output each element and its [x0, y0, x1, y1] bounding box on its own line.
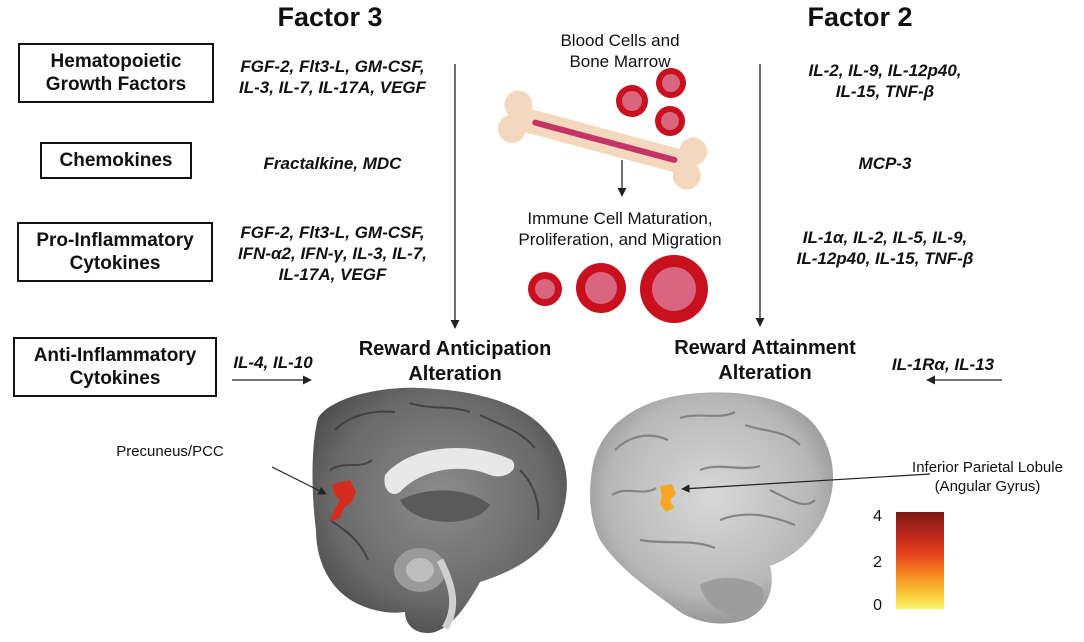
chemokines-box: Chemokines [40, 142, 192, 179]
precuneus-pointer [271, 466, 327, 495]
blood-cell-top-2 [656, 68, 686, 98]
inferior-parietal-lobule-label: Inferior Parietal Lobule(Angular Gyrus) [912, 459, 1063, 495]
factor2-pro-inflammatory-list: IL-1α, IL-2, IL-5, IL-9,IL-12p40, IL-15,… [796, 228, 974, 268]
right-brain-image [590, 392, 834, 624]
immune-cell-medium [576, 263, 626, 313]
blood-cell-top-1 [616, 85, 648, 117]
colorbar-tick-2: 2 [873, 554, 882, 571]
factor3-chemokines-list: Fractalkine, MDC [263, 154, 402, 173]
factor-3-heading: Factor 3 [277, 2, 383, 32]
ipl-pointer [681, 473, 931, 493]
factor2-hematopoietic-list: IL-2, IL-9, IL-12p40,IL-15, TNF-β [808, 61, 962, 101]
factor2-anti-inflammatory-list: IL-1Rα, IL-13 [891, 355, 995, 374]
factor3-pro-inflammatory-list: FGF-2, Flt3-L, GM-CSF,IFN-α2, IFN-γ, IL-… [237, 223, 428, 284]
immune-cell-maturation-label: Immune Cell Maturation,Proliferation, an… [518, 209, 722, 249]
left-brain-image [312, 387, 567, 634]
colorbar [896, 512, 944, 609]
factor2-chemokines-list: MCP-3 [858, 154, 912, 173]
colorbar-tick-4: 4 [873, 508, 882, 525]
colorbar-tick-0: 0 [873, 597, 882, 614]
precuneus-pcc-label: Precuneus/PCC [116, 443, 224, 460]
factor3-hematopoietic-list: FGF-2, Flt3-L, GM-CSF,IL-3, IL-7, IL-17A… [238, 57, 427, 97]
factor3-anti-inflammatory-list: IL-4, IL-10 [233, 353, 313, 372]
immune-cell-small [528, 272, 562, 306]
immune-cell-large [640, 255, 708, 323]
blood-cell-top-3 [655, 106, 685, 136]
factor-2-heading: Factor 2 [807, 2, 913, 32]
bone-graphic [497, 90, 708, 190]
